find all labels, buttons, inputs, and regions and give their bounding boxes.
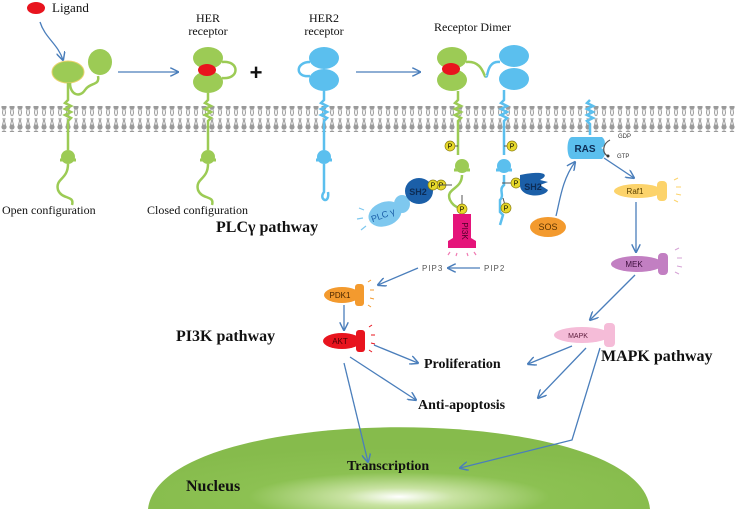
sos-molecule: SOS <box>530 217 566 237</box>
svg-text:P: P <box>448 144 453 151</box>
ligand-label: Ligand <box>52 0 89 15</box>
ligand-icon <box>27 2 45 14</box>
her-receptor-closed <box>193 47 237 206</box>
plcg-molecule: PLC γ <box>356 195 410 231</box>
open-configuration-label: Open configuration <box>2 203 96 217</box>
raf1-molecule: Raf1 <box>614 177 682 203</box>
svg-text:P: P <box>504 206 509 213</box>
proliferation-label: Proliferation <box>424 357 501 372</box>
mapk-molecule: MAPK <box>554 323 615 347</box>
her2-label-line1: HER2 <box>309 11 339 25</box>
gtp-label: GTP <box>617 154 629 160</box>
mapk-to-transcription-arrow <box>460 347 601 468</box>
svg-text:MEK: MEK <box>625 260 643 269</box>
svg-text:P: P <box>439 183 444 190</box>
her2-label-line2: receptor <box>304 24 344 38</box>
pi3k-molecule: PI3K <box>447 214 477 257</box>
plus-sign: + <box>250 60 263 85</box>
svg-text:P: P <box>510 144 515 151</box>
ras-anchor <box>584 99 596 135</box>
pdk1-molecule: PDK1 <box>324 279 375 308</box>
sh2-left: SH2 <box>405 178 433 204</box>
phospho-2: P <box>504 140 518 152</box>
pip3-to-pdk1-arrow <box>378 267 419 285</box>
akt-to-proliferation-arrow <box>373 344 418 363</box>
akt-to-antiapoptosis-arrow <box>349 356 416 400</box>
svg-text:MAPK: MAPK <box>568 333 588 340</box>
mapk-to-antiapoptosis-arrow <box>538 347 587 398</box>
pi3k-pathway-label: PI3K pathway <box>176 328 276 345</box>
dimer-her2 <box>484 45 529 226</box>
nucleus <box>148 427 650 509</box>
svg-text:AKT: AKT <box>332 337 348 346</box>
her-label-line2: receptor <box>188 24 228 38</box>
sh2-right: SH2 <box>520 172 548 196</box>
ligand-arrow <box>39 21 63 60</box>
akt-molecule: AKT <box>323 324 376 353</box>
svg-text:PDK1: PDK1 <box>330 291 351 300</box>
sos-to-ras-arrow <box>555 162 575 217</box>
mek-molecule: MEK <box>611 247 683 275</box>
svg-text:P: P <box>514 181 519 188</box>
bound-ligand <box>198 64 216 76</box>
pip2-label: PIP2 <box>484 264 505 273</box>
her-label-line1: HER <box>196 11 220 25</box>
her-receptor-open <box>51 49 112 206</box>
akt-to-transcription-arrow <box>343 362 368 462</box>
svg-text:SOS: SOS <box>538 222 557 232</box>
receptor-dimer-label: Receptor Dimer <box>434 20 511 34</box>
pip3-label: PIP3 <box>422 264 443 273</box>
svg-text:Raf1: Raf1 <box>627 187 644 196</box>
her2-receptor-label: HER2 receptor <box>296 12 352 38</box>
anti-apoptosis-label: Anti-apoptosis <box>418 398 506 413</box>
transcription-label: Transcription <box>347 459 430 474</box>
svg-text:SH2: SH2 <box>524 182 542 192</box>
phospho-4: P <box>456 195 468 215</box>
nucleus-label: Nucleus <box>186 478 241 495</box>
ras-molecule: RAS <box>567 137 611 159</box>
mapk-pathway-label: MAPK pathway <box>601 348 713 365</box>
her-receptor-label: HER receptor <box>182 12 234 38</box>
svg-text:P: P <box>431 183 436 190</box>
cell-membrane <box>0 106 737 132</box>
closed-configuration-label: Closed configuration <box>147 203 248 217</box>
mapk-to-proliferation-arrow <box>528 345 573 364</box>
mek-to-mapk-arrow <box>590 274 636 320</box>
svg-text:PI3K: PI3K <box>460 222 469 240</box>
her2-receptor <box>297 47 339 202</box>
gdp-label: GDP <box>618 134 631 140</box>
phospho-6: P <box>500 197 512 214</box>
phospho-1: P <box>444 140 458 152</box>
phospho-groups: P P P P P P <box>435 140 522 215</box>
phospho-sh2-left: P <box>427 179 452 191</box>
plcg-pathway-label: PLCγ pathway <box>216 219 319 236</box>
svg-text:RAS: RAS <box>574 144 595 155</box>
dimer-ligand <box>442 63 460 75</box>
svg-text:P: P <box>460 207 465 214</box>
ras-to-raf-arrow <box>603 157 634 178</box>
svg-text:SH2: SH2 <box>409 187 427 197</box>
